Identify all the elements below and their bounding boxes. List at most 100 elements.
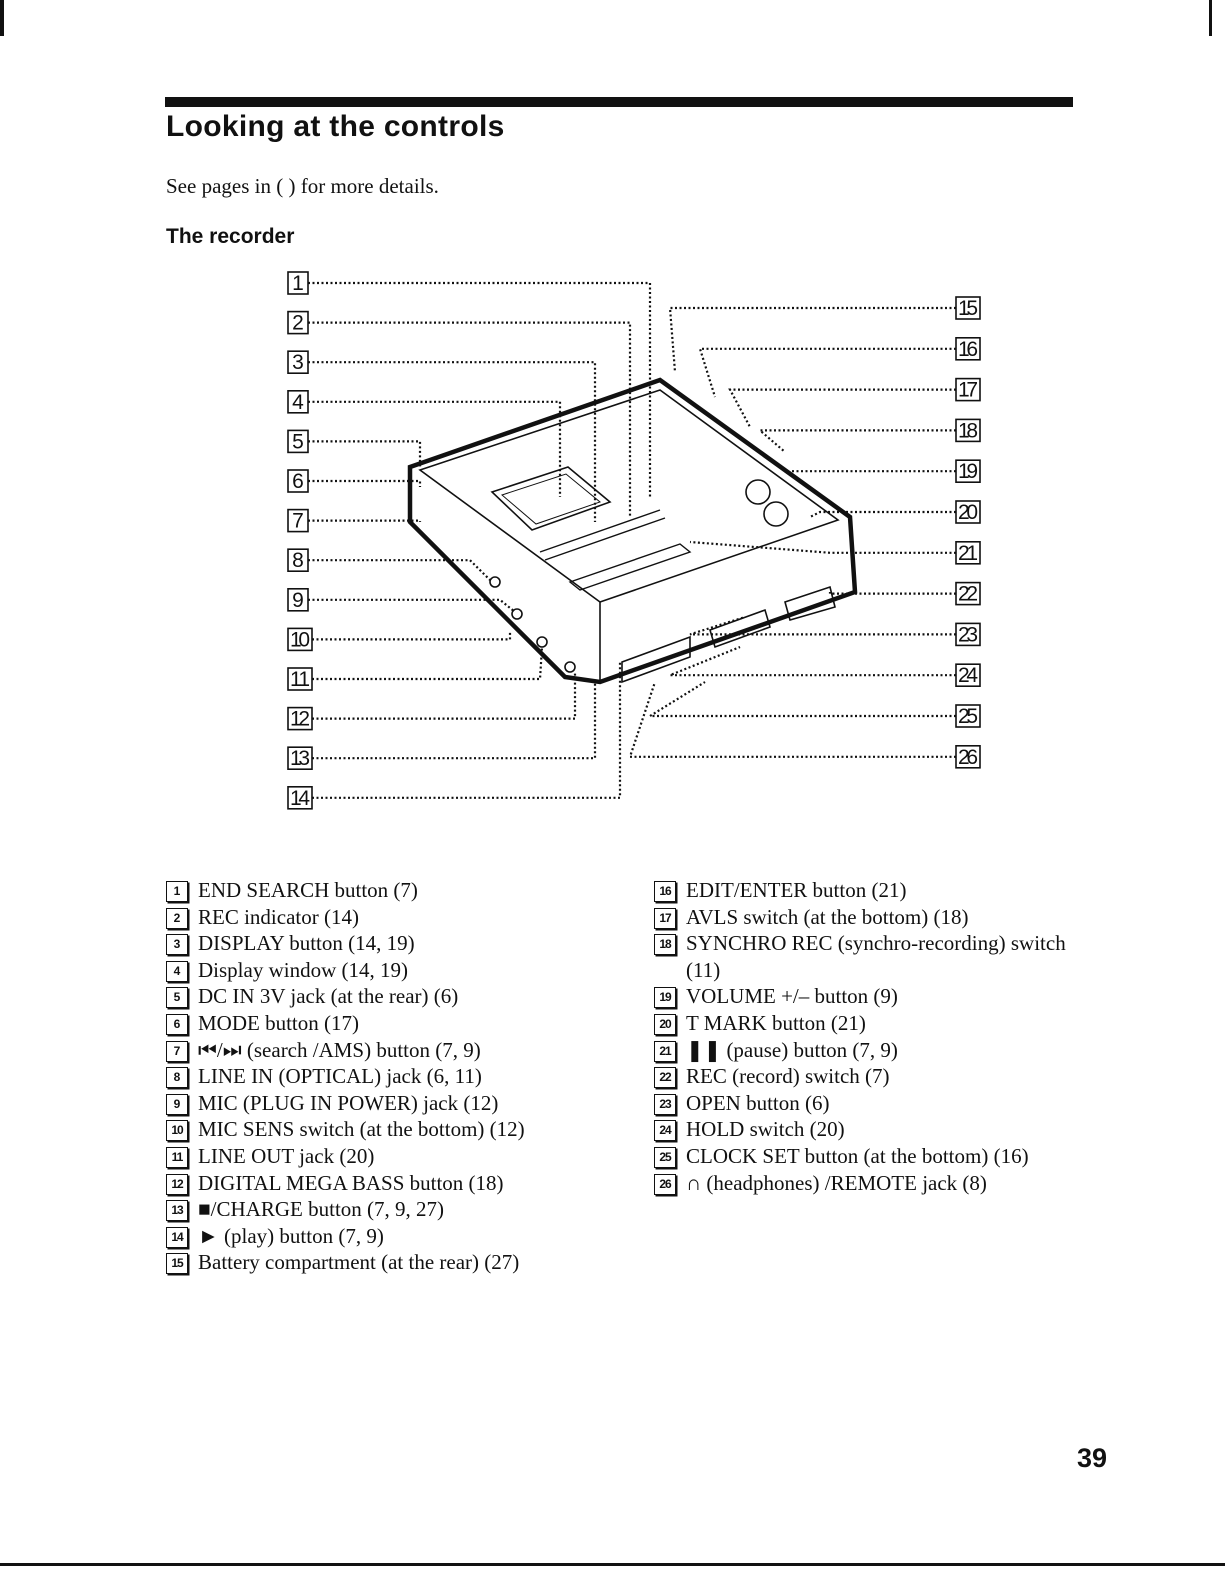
callout-box <box>287 627 313 652</box>
legend-number-box: 20 <box>654 1013 676 1035</box>
callout-box <box>955 377 981 402</box>
legend-text: ❚❚ (pause) button (7, 9) <box>686 1037 898 1062</box>
callout-leader <box>312 672 577 720</box>
callout-leader <box>308 559 491 581</box>
legend-item: 14► (play) button (7, 9) <box>166 1223 636 1250</box>
scan-edge-mark-right <box>1209 0 1212 36</box>
legend-text: T MARK button (21) <box>686 1010 866 1035</box>
legend-number-box: 26 <box>654 1173 676 1195</box>
legend-number-box: 8 <box>166 1067 188 1089</box>
callout-box <box>287 706 313 731</box>
callout-leader <box>689 540 956 554</box>
callout-box <box>955 744 981 769</box>
legend-text: VOLUME +/– button (9) <box>686 984 898 1009</box>
callout-number: 14 <box>290 787 310 810</box>
legend-item: 26∩ (headphones) /REMOTE jack (8) <box>654 1170 1074 1197</box>
callout-leader <box>828 592 956 595</box>
callout-number: 18 <box>958 419 978 442</box>
callout-number: 13 <box>290 747 310 770</box>
legend-number-box: 9 <box>166 1093 188 1115</box>
callout-box <box>287 310 309 335</box>
callout-box <box>955 296 981 320</box>
legend-number-box: 7 <box>166 1040 188 1062</box>
callout-box <box>287 548 309 573</box>
legend-text: SYNCHRO REC (synchro-recording) switch (… <box>686 931 1066 982</box>
callout-leader <box>308 479 422 487</box>
legend-number-box: 25 <box>654 1146 676 1168</box>
callout-box <box>287 508 309 533</box>
legend-number-box: 10 <box>166 1120 188 1142</box>
callout-leader <box>689 615 956 636</box>
callout-leader <box>308 598 516 613</box>
callout-leader <box>788 470 956 473</box>
legend-number-box: 15 <box>166 1253 188 1275</box>
callout-box <box>287 429 309 454</box>
callout-leader <box>308 361 597 522</box>
callout-box <box>955 337 981 361</box>
callout-number: 4 <box>292 391 304 414</box>
legend-text: LINE IN (OPTICAL) jack (6, 11) <box>198 1064 482 1089</box>
callout-box <box>955 622 981 647</box>
legend-number-box: 16 <box>654 881 676 902</box>
legend-text: OPEN button (6) <box>686 1090 830 1115</box>
callout-box <box>287 667 313 691</box>
callout-number: 12 <box>290 708 310 731</box>
legend-text: DIGITAL MEGA BASS button (18) <box>198 1170 504 1195</box>
callout-leader <box>646 681 956 718</box>
legend-item: 20 T MARK button (21) <box>654 1010 1074 1037</box>
legend-text: CLOCK SET button (at the bottom) (16) <box>686 1143 1029 1168</box>
recorder-illustration <box>407 377 858 685</box>
callout-number: 11 <box>290 668 310 691</box>
legend-number-box: 22 <box>654 1067 676 1089</box>
callout-number: 15 <box>958 297 978 320</box>
legend-item: 7 ⏮/⏭ (search /AMS) button (7, 9) <box>166 1037 636 1064</box>
scan-edge-mark-left <box>0 0 4 36</box>
callout-box <box>955 500 981 524</box>
callout-leader <box>308 281 652 497</box>
legend-number-box: 17 <box>654 907 676 929</box>
callout-number: 9 <box>292 589 304 612</box>
callout-box <box>287 785 313 810</box>
callout-box <box>287 746 313 771</box>
legend-text: ⏮/⏭ (search /AMS) button (7, 9) <box>198 1037 481 1062</box>
legend-text: END SEARCH button (7) <box>198 878 418 902</box>
callout-leader <box>809 510 956 518</box>
callout-leader <box>312 682 597 760</box>
legend-item: 16 EDIT/ENTER button (21) <box>654 877 1074 904</box>
callout-number: 20 <box>958 501 978 524</box>
callout-box <box>955 459 981 483</box>
callout-box <box>955 704 981 728</box>
callout-number: 1 <box>292 272 304 295</box>
legend-number-box: 11 <box>166 1146 188 1168</box>
legend-number-box: 4 <box>166 960 188 982</box>
legend-item: 21❚❚ (pause) button (7, 9) <box>654 1037 1074 1064</box>
callout-number: 6 <box>292 470 304 493</box>
legend-text: LINE OUT jack (20) <box>198 1143 375 1168</box>
callout-box <box>287 469 309 493</box>
callout-leader-lines <box>308 281 956 799</box>
callout-leader <box>312 632 512 641</box>
legend-number-box: 14 <box>166 1226 188 1248</box>
callout-number: 21 <box>958 542 978 565</box>
callout-number: 8 <box>292 549 304 572</box>
callout-leader <box>698 347 956 398</box>
legend-text: EDIT/ENTER button (21) <box>686 878 907 902</box>
callout-box <box>955 418 981 443</box>
